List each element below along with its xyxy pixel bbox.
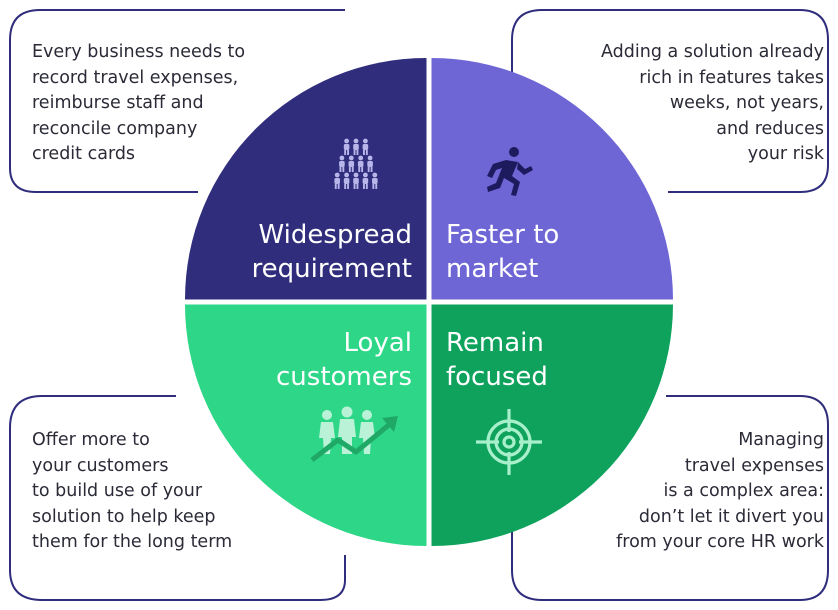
person-figure <box>362 172 369 189</box>
note-loyal-line: to build use of your <box>32 481 203 501</box>
person-figure <box>343 138 350 155</box>
title-faster: Faster to market <box>446 218 559 286</box>
note-widespread-line: reimburse staff and <box>32 93 204 113</box>
person-figure <box>372 172 378 189</box>
note-faster-line: and reduces <box>716 118 824 139</box>
person-figure <box>357 155 364 172</box>
note-focused-line: is a complex area: <box>663 481 824 501</box>
person-figure <box>343 172 350 189</box>
title-focused-line2: focused <box>446 362 548 392</box>
person-figure <box>362 138 369 155</box>
title-widespread-line1: Widespread <box>258 220 412 250</box>
title-focused: Remain focused <box>446 326 548 394</box>
title-loyal-line1: Loyal <box>343 328 412 358</box>
person-figure <box>353 138 359 155</box>
note-loyal-line: solution to help keep <box>32 506 216 527</box>
callout-loyal <box>9 395 346 601</box>
person-figure <box>339 155 345 172</box>
callout-focused <box>511 395 829 601</box>
title-widespread: Widespread requirement <box>252 218 412 286</box>
quadrant-focused <box>431 304 673 546</box>
person-figure <box>353 172 359 189</box>
note-loyal-line: them for the long term <box>32 532 233 552</box>
people-pyramid-icon-rows <box>334 138 378 189</box>
note-focused-line: travel expenses <box>684 455 824 476</box>
note-focused-line: from your core HR work <box>616 532 824 552</box>
note-faster-line: your risk <box>747 144 824 164</box>
note-widespread: Every business needs to record travel ex… <box>32 40 245 168</box>
growth-people-icon <box>310 406 398 462</box>
note-focused-line: Managing <box>738 430 824 450</box>
person-figure <box>348 155 355 172</box>
note-loyal: Offer more to your customers to build us… <box>32 428 232 556</box>
note-widespread-line: reconcile company <box>32 118 198 139</box>
title-faster-line2: market <box>446 254 539 284</box>
note-faster-line: rich in features takes <box>639 67 824 88</box>
quadrant-faster <box>431 58 673 300</box>
target-icon <box>476 409 542 475</box>
note-faster: Adding a solution already rich in featur… <box>601 40 824 168</box>
note-widespread-line: record travel expenses, <box>32 67 239 88</box>
note-widespread-line: Every business needs to <box>32 42 246 62</box>
callout-faster <box>511 9 829 193</box>
note-faster-line: weeks, not years, <box>669 93 824 113</box>
title-faster-line1: Faster to <box>446 220 560 250</box>
note-loyal-line: Offer more to <box>32 430 150 450</box>
title-loyal-line2: customers <box>276 362 412 392</box>
person-figure <box>334 172 340 189</box>
title-widespread-line2: requirement <box>251 254 412 284</box>
note-loyal-line: your customers <box>32 455 169 476</box>
title-loyal: Loyal customers <box>276 326 412 394</box>
note-faster-line: Adding a solution already <box>600 42 824 62</box>
person-figure <box>367 155 373 172</box>
quadrant-widespread <box>185 57 427 300</box>
callout-widespread <box>9 9 345 193</box>
note-widespread-line: credit cards <box>32 144 136 164</box>
running-person-icon <box>487 147 533 196</box>
note-focused-line: don’t let it divert you <box>638 506 824 527</box>
quadrant-loyal <box>185 304 427 546</box>
title-focused-line1: Remain <box>446 328 544 358</box>
note-focused: Managing travel expenses is a complex ar… <box>616 428 824 556</box>
